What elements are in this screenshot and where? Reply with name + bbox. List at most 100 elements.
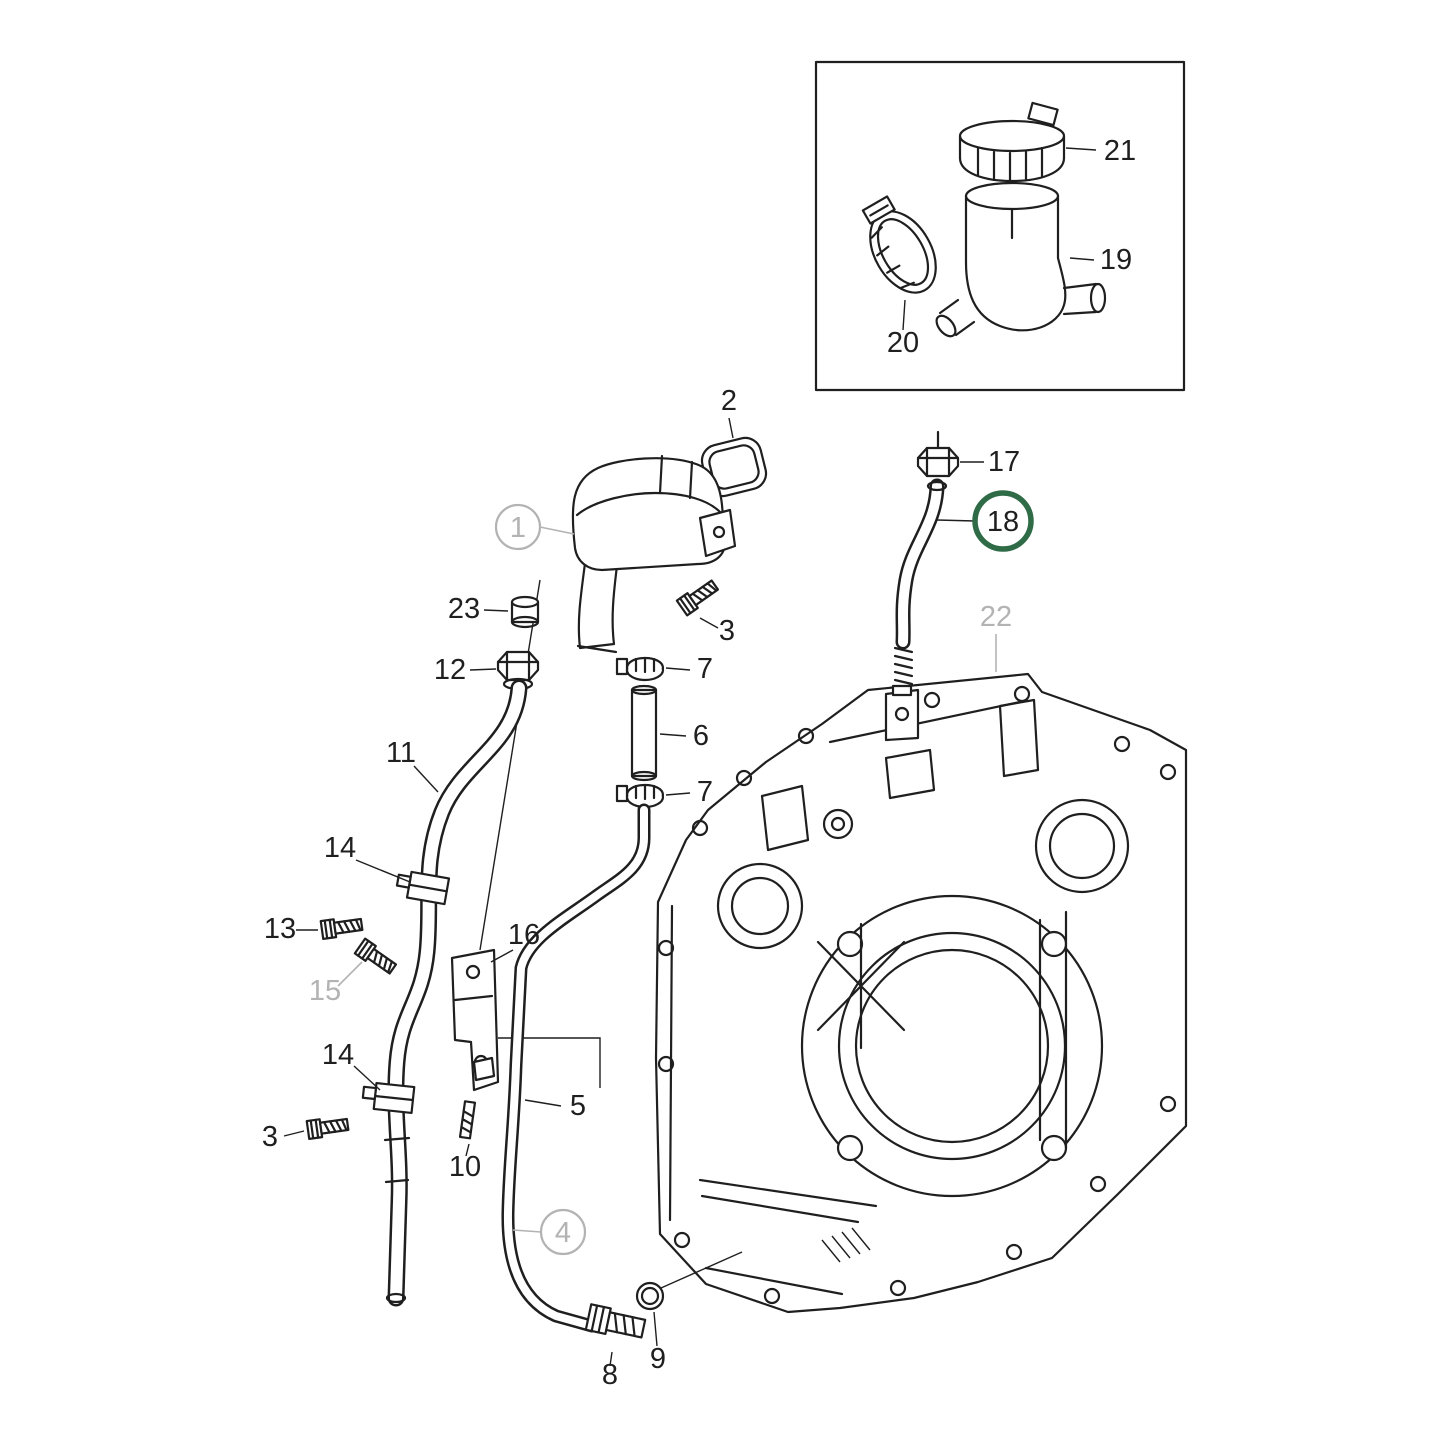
callout-9[interactable]: 9	[650, 1311, 666, 1375]
bolt-3a-art	[675, 576, 722, 617]
leader-line	[699, 617, 719, 629]
leader-line	[1069, 257, 1095, 261]
leader-line	[512, 1229, 542, 1233]
leader-line	[469, 668, 497, 671]
callout-20[interactable]: 20	[887, 299, 919, 359]
bracket-16-art	[450, 948, 500, 1092]
callout-17-label: 17	[988, 446, 1020, 478]
leader-line	[353, 1065, 381, 1091]
callout-10-label: 10	[449, 1151, 481, 1183]
callout-18-label: 18	[987, 506, 1019, 538]
callout-7a[interactable]: 7	[665, 653, 713, 685]
connector-housing-19-art	[935, 179, 1107, 338]
pipe-6-art	[630, 684, 658, 782]
nut-17-art	[916, 430, 960, 478]
callout-3b[interactable]: 3	[262, 1121, 305, 1153]
callout-1[interactable]: 1	[494, 503, 575, 551]
callout-4-label: 4	[555, 1217, 571, 1249]
bolt-13-art	[319, 914, 364, 941]
stud-10-art	[458, 1100, 477, 1140]
leader-line	[413, 765, 439, 793]
callout-19-label: 19	[1100, 244, 1132, 276]
fitting-8-art	[584, 1303, 647, 1339]
callout-2-label: 2	[721, 385, 737, 417]
callout-9-label: 9	[650, 1343, 666, 1375]
callout-22[interactable]: 22	[980, 601, 1012, 672]
hose-clamp-21-art	[958, 101, 1066, 183]
callout-12-label: 12	[434, 654, 466, 686]
bolt-15-art	[353, 937, 400, 978]
bushing-23-art	[510, 595, 540, 629]
timing-cover-22-art	[654, 672, 1188, 1314]
leader-line	[465, 1143, 470, 1157]
callout-1-label: 1	[510, 512, 526, 544]
callout-11-label: 11	[386, 737, 416, 769]
callout-19[interactable]: 19	[1069, 244, 1132, 276]
leader-line	[659, 733, 687, 737]
leader-line	[283, 1130, 305, 1137]
leader-line	[653, 1311, 658, 1347]
callout-6-label: 6	[693, 720, 709, 752]
callout-21[interactable]: 21	[1065, 135, 1136, 167]
callout-14a-label: 14	[324, 832, 356, 864]
clamp-7b-art	[615, 783, 665, 809]
oring-9-art	[635, 1251, 743, 1311]
hose-clamp-20-art	[861, 195, 937, 294]
callout-22-label: 22	[980, 601, 1012, 633]
breather-1-art	[479, 454, 737, 1088]
leader-line	[609, 1351, 613, 1367]
leader-line	[902, 299, 906, 331]
highlight-ring	[972, 490, 1034, 552]
leader-line	[728, 417, 734, 439]
callout-14b[interactable]: 14	[322, 1039, 381, 1091]
callout-3a-label: 3	[719, 615, 735, 647]
callout-5-label: 5	[570, 1090, 586, 1122]
hose-18-art	[891, 478, 948, 697]
leader-line	[483, 609, 509, 612]
callout-7b-label: 7	[697, 776, 713, 808]
callout-23[interactable]: 23	[448, 593, 509, 625]
callout-17[interactable]: 17	[960, 446, 1020, 478]
leader-line	[337, 961, 363, 987]
callout-13-label: 13	[264, 913, 296, 945]
leader-line	[936, 519, 976, 522]
leader-line	[539, 526, 575, 535]
callout-11[interactable]: 11	[386, 737, 439, 793]
callout-8[interactable]: 8	[602, 1351, 618, 1391]
callout-20-label: 20	[887, 327, 919, 359]
callout-21-label: 21	[1104, 135, 1136, 167]
callout-7b[interactable]: 7	[665, 776, 713, 808]
callout-2[interactable]: 2	[721, 385, 737, 439]
callout-7a-label: 7	[697, 653, 713, 685]
callout-6[interactable]: 6	[659, 720, 709, 752]
callout-14b-label: 14	[322, 1039, 354, 1071]
bolt-3b-art	[305, 1114, 350, 1141]
callout-23-label: 23	[448, 593, 480, 625]
leader-line	[524, 1099, 562, 1107]
callout-12[interactable]: 12	[434, 654, 497, 686]
leader-line	[355, 859, 411, 883]
callout-14a[interactable]: 14	[324, 832, 411, 883]
callout-18-highlighted[interactable]: 18	[936, 490, 1034, 552]
clamp-14b-art	[361, 1081, 416, 1115]
callout-5[interactable]: 5	[524, 1090, 586, 1122]
callout-15-label: 15	[309, 975, 341, 1007]
leader-line	[665, 792, 691, 796]
hose-11-art	[383, 679, 528, 1307]
callout-16[interactable]: 16	[490, 919, 540, 963]
leader-line	[1065, 147, 1097, 151]
callout-3a[interactable]: 3	[699, 615, 735, 647]
callout-10[interactable]: 10	[449, 1143, 481, 1183]
callout-4[interactable]: 4	[512, 1208, 587, 1256]
leader-line	[490, 949, 514, 963]
callout-8-label: 8	[602, 1359, 618, 1391]
inset-box	[814, 60, 1186, 392]
callout-15[interactable]: 15	[309, 961, 363, 1007]
clamp-14a-art	[395, 870, 451, 906]
callout-13[interactable]: 13	[264, 913, 318, 945]
leader-line	[665, 667, 691, 671]
pipe-5-art	[501, 803, 651, 1333]
clamp-7a-art	[615, 656, 665, 682]
